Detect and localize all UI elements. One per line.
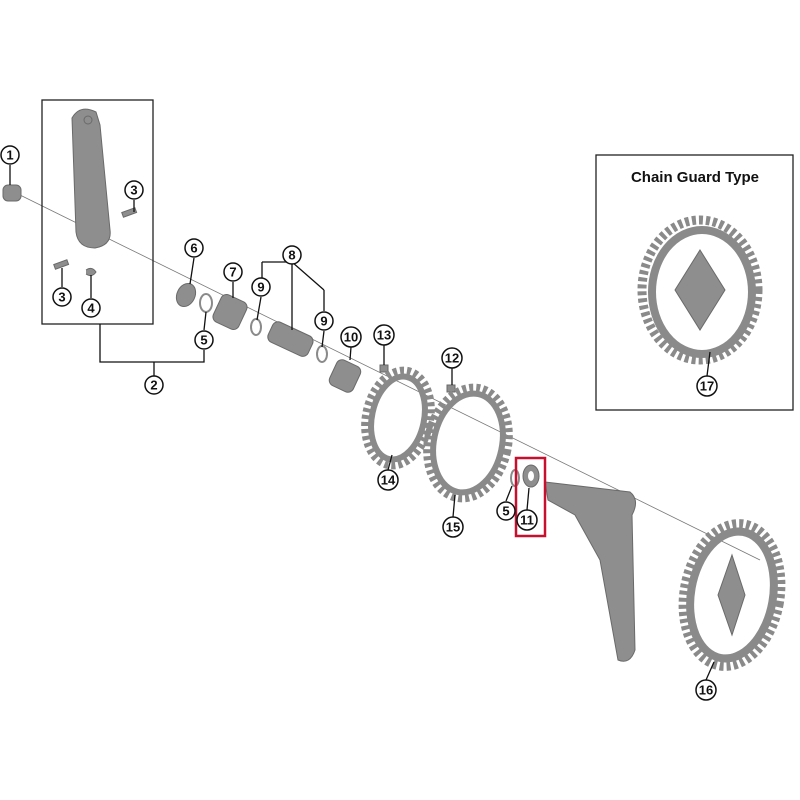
- right-crank-arm: [544, 481, 636, 662]
- svg-text:3: 3: [58, 290, 65, 305]
- svg-text:12: 12: [445, 351, 459, 366]
- inset-title: Chain Guard Type: [631, 169, 759, 186]
- svg-text:15: 15: [446, 520, 460, 535]
- svg-text:10: 10: [344, 330, 358, 345]
- callout-3[interactable]: 3: [52, 287, 72, 307]
- bb-adapter-right: [328, 359, 362, 393]
- callout-17[interactable]: 17: [696, 375, 718, 397]
- callout-3[interactable]: 3: [124, 180, 144, 200]
- callout-6[interactable]: 6: [184, 238, 204, 258]
- washer: [175, 282, 197, 308]
- inner-chainring: [361, 366, 435, 470]
- callout-5[interactable]: 5: [194, 330, 214, 350]
- left-crank-arm: [71, 108, 111, 249]
- callout-15[interactable]: 15: [442, 516, 464, 538]
- highlight-box-part-11: [514, 456, 547, 538]
- svg-text:14: 14: [381, 473, 396, 488]
- callout-2[interactable]: 2: [144, 375, 164, 395]
- svg-text:8: 8: [288, 248, 295, 263]
- svg-text:3: 3: [130, 183, 137, 198]
- inner-cover-sleeve: [267, 321, 314, 357]
- svg-text:16: 16: [699, 683, 713, 698]
- chainring-bolt: [379, 364, 389, 373]
- callout-8[interactable]: 8: [282, 245, 302, 265]
- o-ring: [199, 293, 213, 313]
- crank-cap: [2, 184, 22, 202]
- svg-text:6: 6: [190, 241, 197, 256]
- callout-14[interactable]: 14: [377, 469, 399, 491]
- callout-9[interactable]: 9: [251, 277, 271, 297]
- callout-5[interactable]: 5: [496, 501, 516, 521]
- crank-bolt: [53, 259, 70, 270]
- svg-text:1: 1: [6, 148, 13, 163]
- svg-text:5: 5: [200, 333, 207, 348]
- left-crank-group-box: [41, 99, 154, 325]
- callout-10[interactable]: 10: [340, 326, 362, 348]
- svg-text:17: 17: [700, 379, 714, 394]
- chain-guard-chainring: [637, 215, 763, 365]
- callout-11[interactable]: 11: [516, 509, 538, 531]
- svg-text:9: 9: [257, 280, 264, 295]
- svg-text:13: 13: [377, 328, 391, 343]
- callout-12[interactable]: 12: [441, 347, 463, 369]
- callout-9[interactable]: 9: [314, 311, 334, 331]
- callout-4[interactable]: 4: [81, 298, 101, 318]
- svg-text:7: 7: [229, 265, 236, 280]
- callout-1[interactable]: 1: [0, 145, 20, 165]
- safety-plate: [85, 267, 97, 277]
- leader-lines: [9, 165, 715, 681]
- callout-13[interactable]: 13: [373, 324, 395, 346]
- svg-text:2: 2: [150, 378, 157, 393]
- bracket-2: [99, 324, 205, 363]
- svg-text:9: 9: [320, 314, 327, 329]
- svg-text:11: 11: [520, 513, 534, 528]
- svg-text:5: 5: [502, 504, 509, 519]
- outer-chainring: [678, 519, 786, 671]
- bb-adapter-left: [212, 293, 248, 331]
- callout-16[interactable]: 16: [695, 679, 717, 701]
- chainring-bolt: [446, 384, 456, 393]
- svg-text:4: 4: [87, 301, 95, 316]
- middle-chainring: [423, 383, 513, 503]
- chain-guard-inset-box: [595, 154, 794, 411]
- crank-bolt: [121, 207, 138, 218]
- callout-7[interactable]: 7: [223, 262, 243, 282]
